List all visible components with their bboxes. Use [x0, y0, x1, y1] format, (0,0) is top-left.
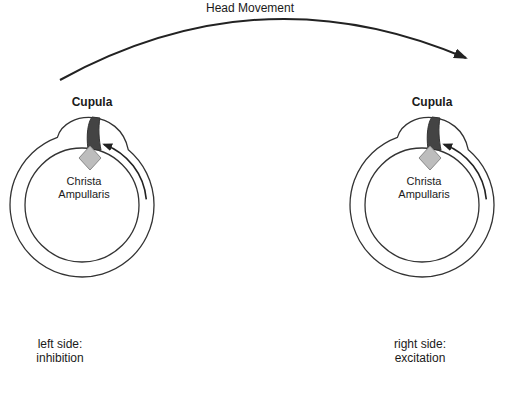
cupula-shape: [87, 117, 101, 150]
cupula-shape: [427, 117, 441, 150]
arrow-label: Head Movement: [203, 2, 297, 16]
head-movement-arrow: [60, 19, 466, 80]
side-label: right side: excitation: [386, 338, 454, 366]
part-label: Cupula: [72, 96, 113, 110]
right-canal: [350, 117, 494, 277]
part-label: Cupula: [412, 96, 453, 110]
crista-diamond: [419, 146, 441, 170]
endolymph-arrow: [444, 144, 486, 199]
left-canal: [10, 117, 154, 277]
crista-diamond: [79, 146, 101, 170]
part-label: Christa Ampullaris: [395, 175, 453, 200]
endolymph-arrow: [104, 144, 146, 199]
part-label: Christa Ampullaris: [55, 175, 113, 200]
side-label: left side: inhibition: [27, 338, 93, 366]
